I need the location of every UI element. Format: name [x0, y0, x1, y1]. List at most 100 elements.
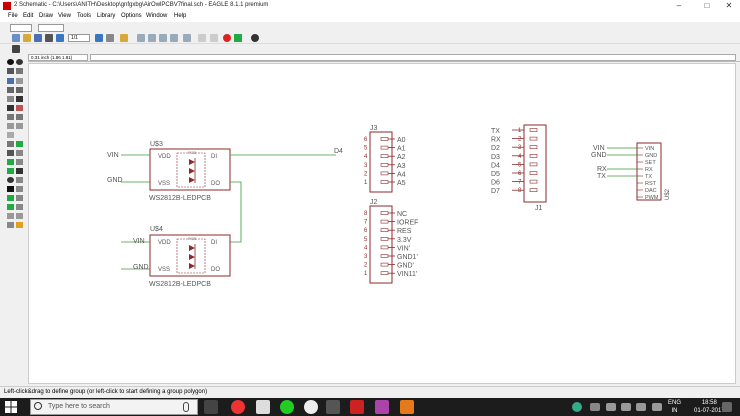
value-icon[interactable]	[7, 123, 14, 129]
invoke-icon[interactable]	[7, 222, 14, 228]
board-icon[interactable]	[95, 34, 103, 42]
cam-icon[interactable]	[56, 34, 64, 42]
whatsapp-icon[interactable]	[280, 400, 294, 414]
show-icon[interactable]	[16, 59, 23, 65]
winrar-icon[interactable]	[375, 400, 389, 414]
chevron-up-icon[interactable]	[590, 403, 600, 411]
grid-icon[interactable]	[12, 45, 20, 53]
net-icon[interactable]	[7, 150, 14, 156]
add-icon[interactable]	[16, 105, 23, 111]
menu-help[interactable]: Help	[174, 13, 187, 19]
polygon-icon[interactable]	[16, 186, 23, 192]
pinswap-icon[interactable]	[16, 213, 23, 219]
new-icon[interactable]	[12, 34, 20, 42]
schematic-canvas[interactable]: U$3 WS2812B-LEDPCB VDD VSS DI DO PCB VIN…	[28, 63, 736, 384]
part-u4[interactable]: U$4 WS2812B-LEDPCB VDD VSS DI DO PCB	[149, 226, 231, 288]
menu-file[interactable]: File	[8, 13, 18, 19]
line-icon[interactable]	[7, 168, 14, 174]
mark-icon[interactable]	[16, 68, 23, 74]
windows-start-icon[interactable]	[4, 400, 18, 414]
label-icon[interactable]	[16, 159, 23, 165]
dimension-icon[interactable]	[16, 204, 23, 210]
paste-icon[interactable]	[16, 96, 23, 102]
name-icon[interactable]	[16, 114, 23, 120]
menu-options[interactable]: Options	[121, 13, 142, 19]
ulp-icon[interactable]	[120, 34, 128, 42]
menu-tools[interactable]: Tools	[77, 13, 92, 19]
minimize-button[interactable]: –	[676, 1, 682, 10]
copy-icon[interactable]	[7, 87, 14, 93]
taskbar-search-input[interactable]	[30, 399, 198, 415]
erc-icon[interactable]	[7, 195, 14, 201]
microphone-icon[interactable]	[183, 402, 189, 412]
mirror-icon[interactable]	[7, 96, 14, 102]
chrome-icon[interactable]	[231, 400, 245, 414]
menu-edit[interactable]: Edit	[23, 13, 34, 19]
menu-library[interactable]: Library	[97, 13, 116, 19]
app-icon[interactable]	[304, 400, 318, 414]
notifications-icon[interactable]	[722, 402, 732, 412]
zoom-select-icon[interactable]	[183, 34, 191, 42]
circle-icon[interactable]	[7, 177, 14, 183]
menu-view[interactable]: View	[58, 13, 71, 19]
zoom-out-icon[interactable]	[159, 34, 167, 42]
sheet-combo[interactable]	[38, 24, 64, 32]
bus-icon[interactable]	[16, 150, 23, 156]
zoom-in-icon[interactable]	[148, 34, 156, 42]
command-line-input[interactable]	[90, 54, 736, 61]
layer-combo[interactable]	[10, 24, 32, 32]
split-icon[interactable]	[7, 132, 14, 138]
acrobat-icon[interactable]	[350, 400, 364, 414]
language-indicator[interactable]: ENG IN	[668, 399, 681, 415]
menu-draw[interactable]: Draw	[39, 13, 54, 19]
delete-icon[interactable]	[7, 105, 14, 111]
keyboard-icon[interactable]	[652, 403, 662, 411]
info-icon[interactable]	[7, 59, 14, 65]
stop-icon[interactable]	[223, 34, 231, 42]
wire-icon[interactable]	[16, 141, 23, 147]
eagle-taskbar-icon[interactable]	[400, 400, 414, 414]
replace-icon[interactable]	[7, 114, 14, 120]
go-icon[interactable]	[234, 34, 242, 42]
rotate-icon[interactable]	[16, 87, 23, 93]
save-icon[interactable]	[34, 34, 42, 42]
smash-icon[interactable]	[16, 123, 23, 129]
zoom-redraw-icon[interactable]	[170, 34, 178, 42]
clock[interactable]: 18:58 01-07-2017	[694, 399, 725, 415]
redo-icon[interactable]	[210, 34, 218, 42]
miter-icon[interactable]	[7, 141, 14, 147]
wifi-icon[interactable]	[636, 403, 646, 411]
select-icon[interactable]	[7, 78, 14, 84]
print-icon[interactable]	[45, 34, 53, 42]
help-icon[interactable]	[251, 34, 259, 42]
script-icon[interactable]	[106, 34, 114, 42]
sheet-selector[interactable]: 1/1	[68, 34, 90, 42]
battery-icon[interactable]	[606, 403, 616, 411]
warning-icon[interactable]	[16, 222, 23, 228]
maximize-button[interactable]: □	[704, 1, 710, 10]
task-view-icon[interactable]	[204, 400, 218, 414]
volume-icon[interactable]	[621, 403, 631, 411]
video-icon[interactable]	[326, 400, 340, 414]
display-icon[interactable]	[7, 68, 14, 74]
zoom-fit-icon[interactable]	[137, 34, 145, 42]
mail-icon[interactable]	[256, 400, 270, 414]
move-icon[interactable]	[16, 78, 23, 84]
menu-window[interactable]: Window	[146, 13, 168, 19]
errors-icon[interactable]	[16, 195, 23, 201]
text-icon[interactable]	[16, 168, 23, 174]
part-u3[interactable]: U$3 WS2812B-LEDPCB VDD VSS DI DO PCB	[149, 141, 231, 202]
attribute-icon[interactable]	[7, 204, 14, 210]
junction-icon[interactable]	[7, 159, 14, 165]
rect-icon[interactable]	[7, 186, 14, 192]
tray-app-icon[interactable]	[572, 402, 582, 412]
arc-icon[interactable]	[16, 177, 23, 183]
close-button[interactable]: ✕	[725, 1, 733, 10]
undo-icon[interactable]	[198, 34, 206, 42]
gateswap-icon[interactable]	[7, 213, 14, 219]
open-icon[interactable]	[23, 34, 31, 42]
